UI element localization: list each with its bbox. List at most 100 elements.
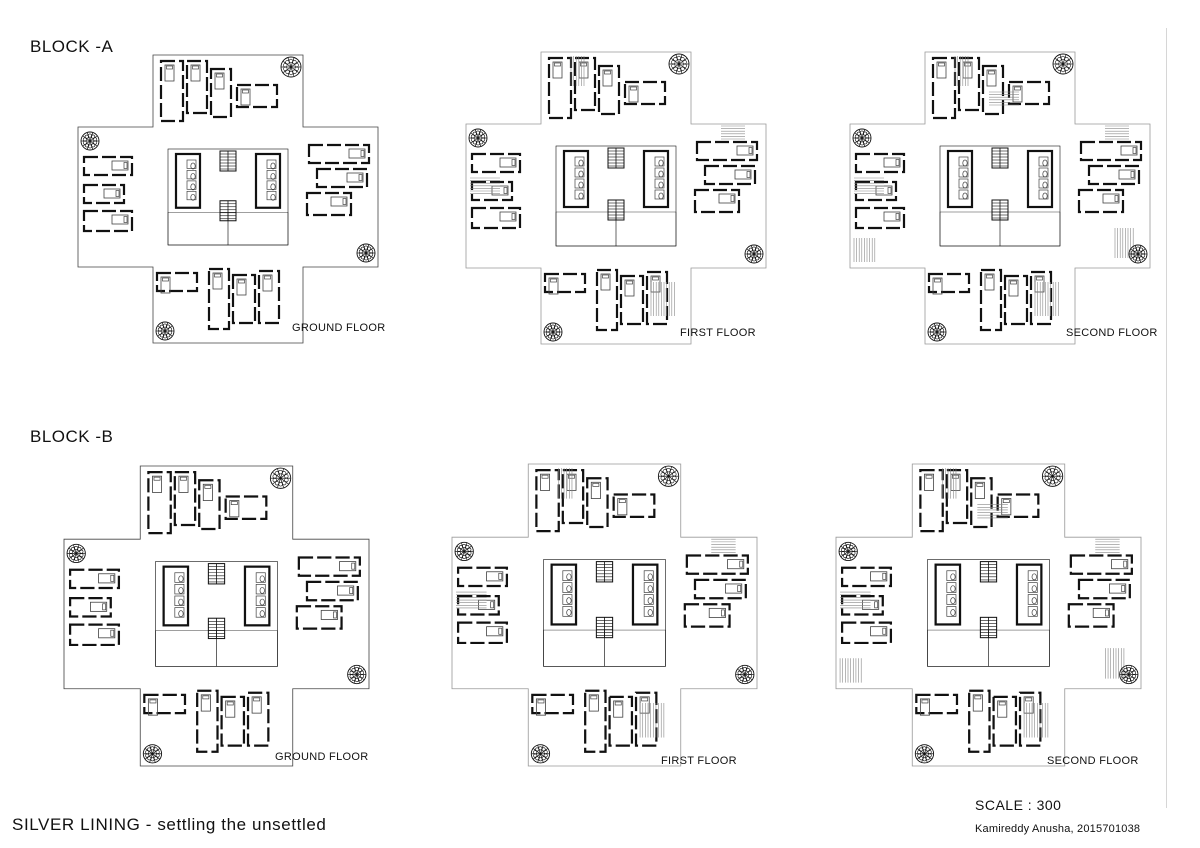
terrace-hatch — [1023, 702, 1049, 738]
common-area — [604, 629, 666, 667]
terrace-hatch — [942, 468, 957, 499]
bed-icon — [178, 475, 189, 493]
room-wall — [535, 468, 560, 533]
room-wall — [981, 64, 1005, 116]
toilet-icon — [950, 597, 956, 605]
room-wall — [173, 470, 197, 527]
room-wall — [456, 566, 509, 588]
bed-icon — [548, 277, 559, 295]
tree-icon — [356, 243, 376, 263]
bed-icon — [90, 601, 108, 612]
terrace-hatch — [711, 538, 736, 553]
toilet-block — [243, 565, 271, 627]
tree-icon — [80, 131, 100, 151]
tree-icon — [668, 53, 690, 75]
terrace-hatch — [1034, 282, 1059, 316]
terrace-hatch — [456, 591, 487, 609]
toilet-icon — [578, 159, 584, 167]
toilet-icon — [190, 193, 196, 201]
room-wall — [840, 566, 893, 588]
bed-icon — [1111, 559, 1129, 570]
terrace-hatch — [721, 125, 745, 140]
toilet-icon — [566, 585, 572, 593]
toilet-icon — [1042, 170, 1048, 178]
tree-icon — [269, 467, 292, 489]
toilet-icon — [658, 181, 664, 189]
floor-label: FIRST FLOOR — [680, 327, 756, 339]
toilet-icon — [566, 609, 572, 616]
room-wall — [1067, 603, 1115, 628]
bed-icon — [936, 61, 947, 79]
floor-plan-drawing — [835, 463, 1142, 767]
bed-icon — [736, 145, 754, 156]
toilet-icon — [962, 170, 968, 178]
toilet-icon — [647, 585, 653, 593]
bed-icon — [251, 696, 262, 714]
site-boundary — [465, 51, 767, 345]
bed-icon — [111, 214, 129, 225]
room-wall — [634, 691, 658, 747]
bed-icon — [164, 64, 175, 82]
room-wall — [155, 271, 199, 293]
room-wall — [257, 269, 281, 325]
bed-icon — [1118, 169, 1136, 180]
bed-icon — [152, 475, 163, 493]
tree-icon — [543, 322, 563, 342]
bed-icon — [225, 700, 236, 718]
floor-label: FIRST FLOOR — [661, 755, 737, 767]
project-title: SILVER LINING - settling the unsettled — [12, 815, 327, 834]
room-wall — [147, 470, 172, 535]
site-boundary — [835, 463, 1142, 767]
room-wall — [207, 267, 231, 331]
tree-icon — [280, 56, 302, 78]
room-wall — [1077, 188, 1125, 214]
room-wall — [919, 468, 944, 533]
tree-icon — [852, 128, 872, 148]
toilet-icon — [178, 610, 184, 618]
tree-icon — [927, 322, 947, 342]
room-wall — [683, 603, 731, 628]
room-wall — [1077, 578, 1131, 600]
room-wall — [305, 580, 359, 602]
terrace-hatch — [840, 591, 871, 609]
bed-icon — [212, 272, 223, 290]
common-area — [555, 211, 617, 247]
tree-icon — [454, 541, 474, 562]
room-wall — [619, 274, 645, 326]
room-wall — [693, 578, 747, 600]
room-wall — [68, 568, 121, 590]
bed-icon — [339, 561, 357, 572]
tree-icon — [1119, 664, 1139, 685]
toilet-icon — [270, 183, 276, 191]
bed-icon — [613, 700, 624, 718]
bed-icon — [111, 160, 129, 171]
toilet-icon — [647, 597, 653, 605]
bed-icon — [330, 196, 348, 207]
room-wall — [608, 695, 634, 747]
room-wall — [1007, 80, 1051, 106]
bed-icon — [240, 88, 251, 106]
toilet-icon — [578, 181, 584, 189]
stair-icon — [991, 147, 1009, 169]
toilet-icon — [578, 170, 584, 178]
bed-icon — [974, 481, 985, 499]
common-area — [167, 212, 229, 246]
toilet-icon — [950, 585, 956, 593]
toilet-icon — [178, 598, 184, 606]
tree-icon — [530, 744, 551, 764]
bed-icon — [147, 698, 158, 716]
room-wall — [470, 206, 522, 230]
block-a-first-floor-plan — [465, 51, 767, 345]
bed-icon — [98, 628, 116, 639]
floor-label: SECOND FLOOR — [1047, 755, 1139, 767]
bed-icon — [628, 85, 639, 103]
common-area — [227, 212, 289, 246]
stair-icon — [207, 563, 226, 585]
room-wall — [1018, 691, 1042, 747]
room-wall — [586, 477, 609, 529]
tree-icon — [347, 664, 367, 685]
room-wall — [840, 595, 884, 616]
toilet-icon — [647, 573, 653, 581]
tree-icon — [914, 744, 935, 764]
bed-icon — [602, 69, 613, 87]
